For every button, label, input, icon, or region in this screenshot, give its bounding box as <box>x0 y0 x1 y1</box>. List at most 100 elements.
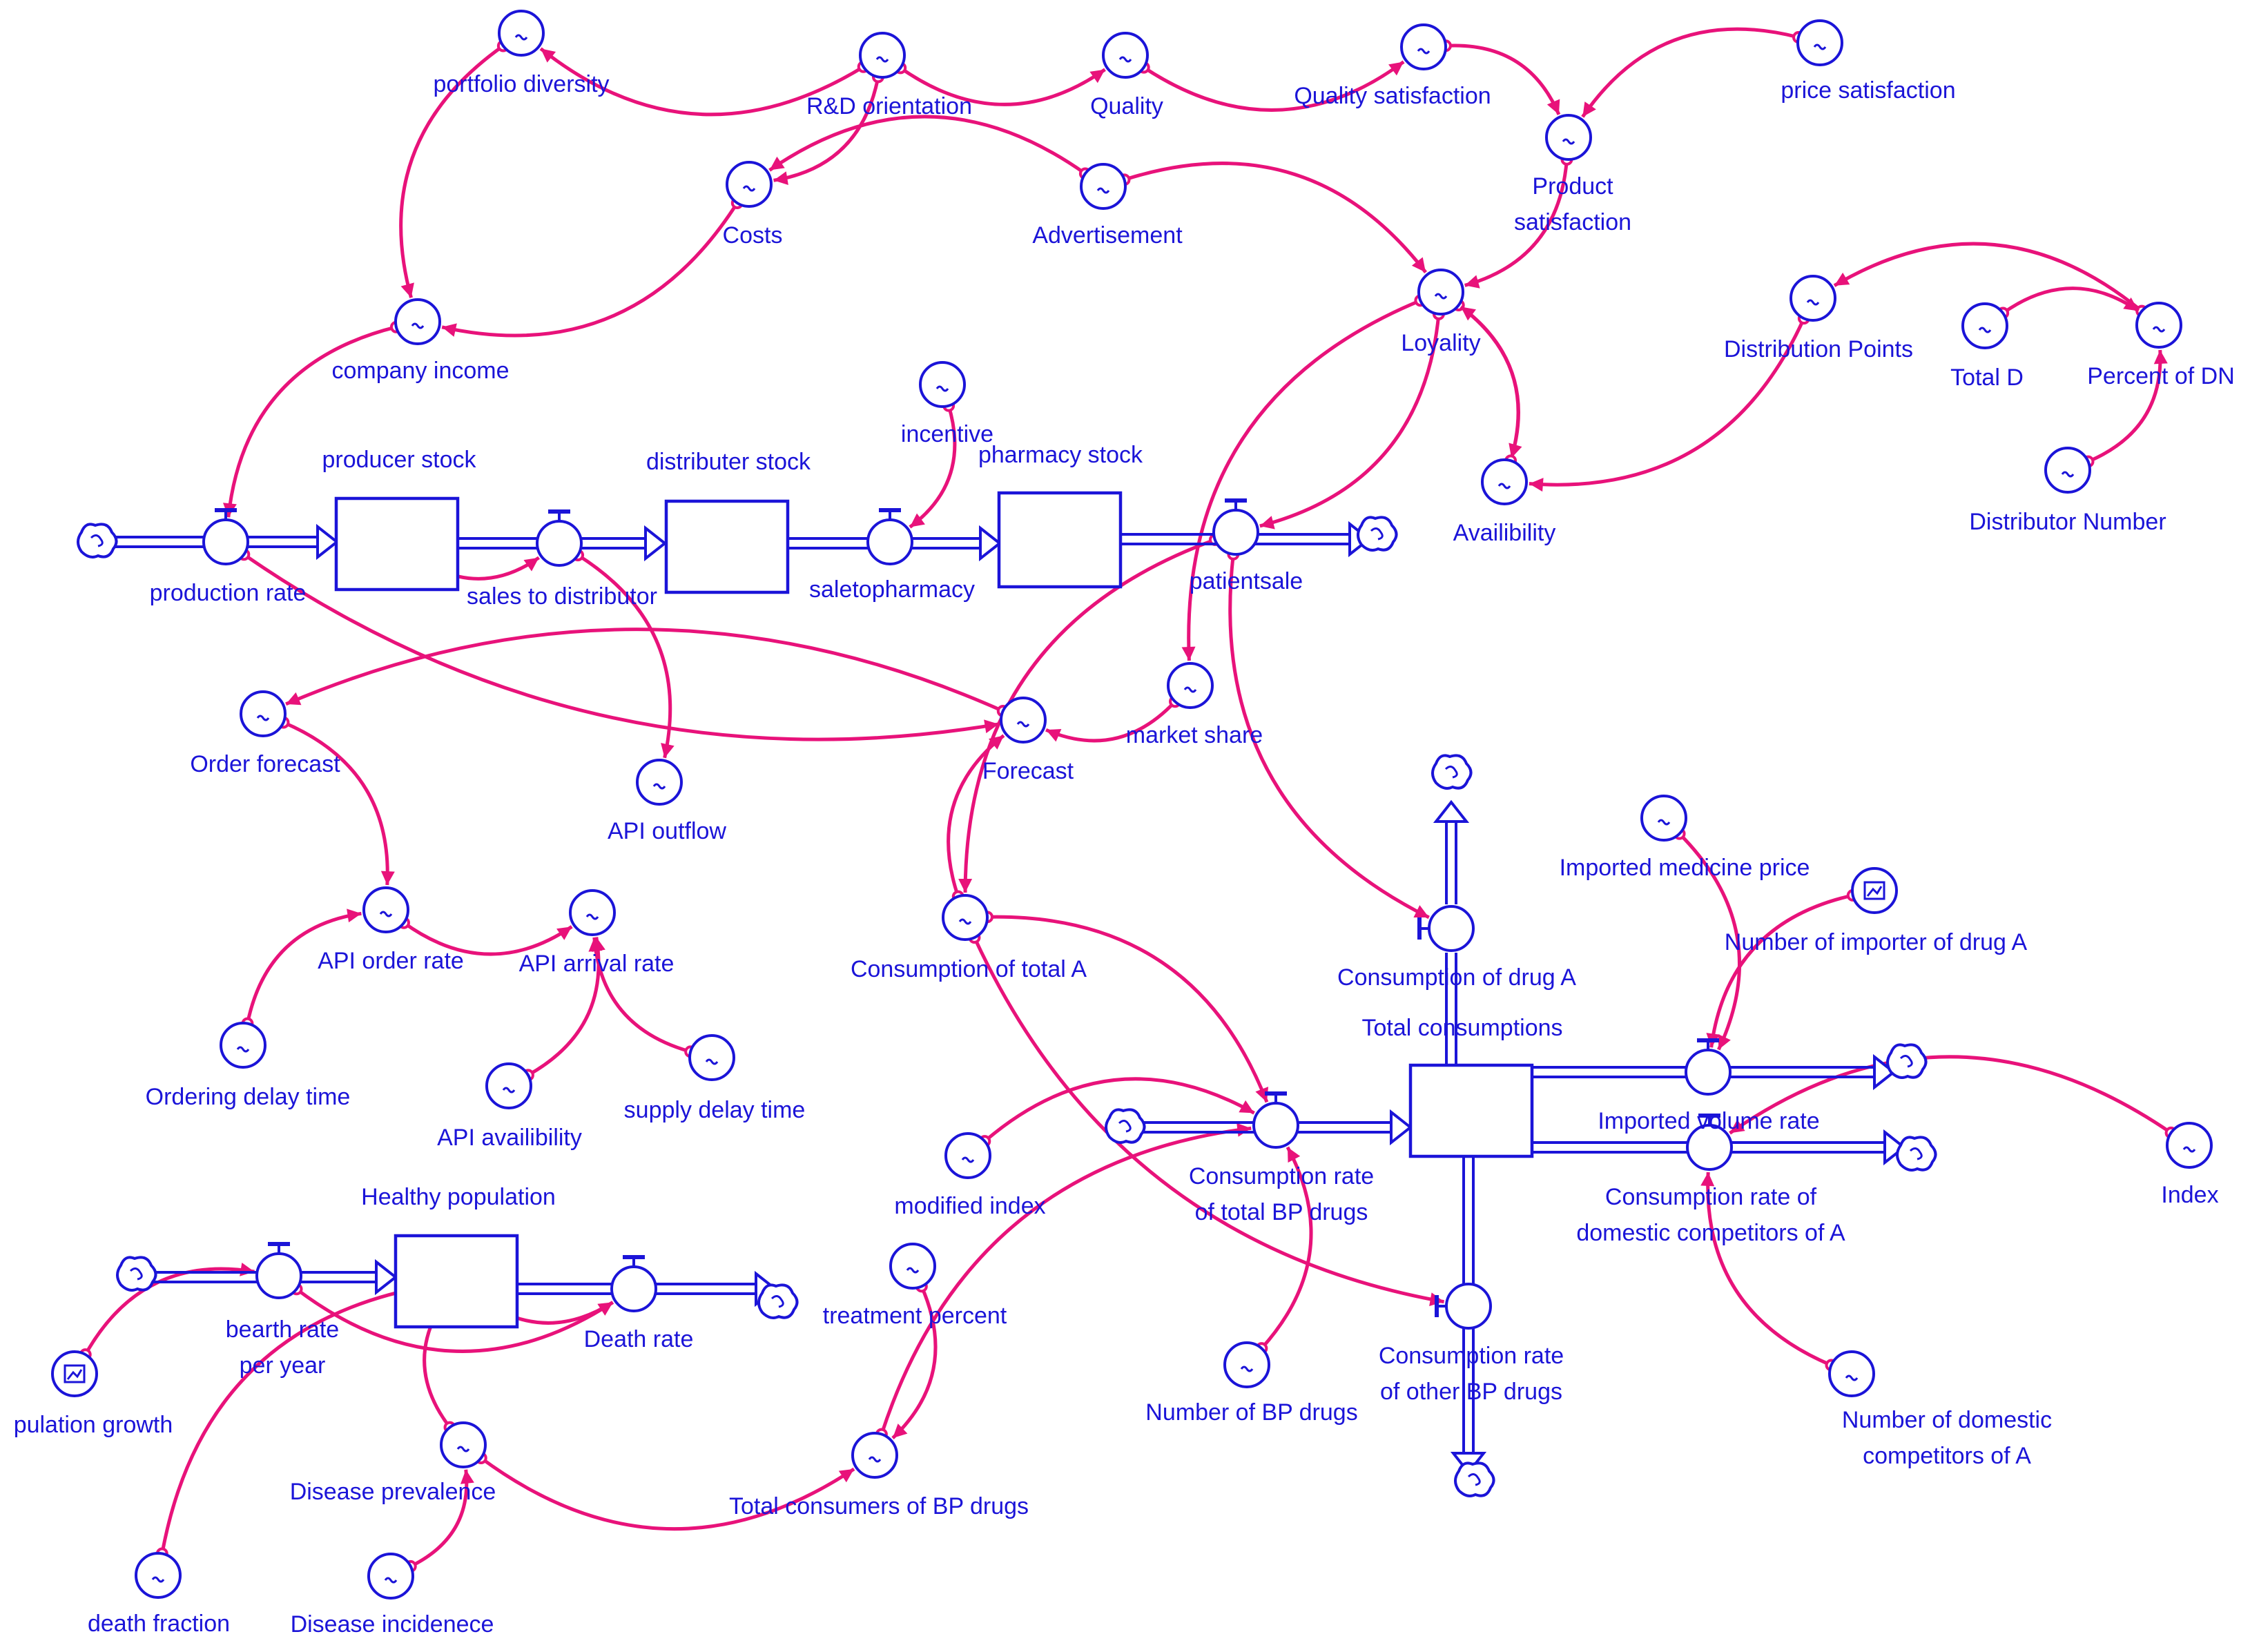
variable-quality[interactable] <box>1102 32 1149 79</box>
stock-total-consumptions[interactable] <box>1408 1063 1534 1158</box>
stock-healthy-population[interactable] <box>394 1234 519 1329</box>
causal-link-loyality-to-market-share <box>1181 294 1427 661</box>
variable-consumption-rate-total-bp[interactable] <box>1252 1091 1299 1149</box>
variable-label-disease-incidence: Disease incidenece <box>291 1611 494 1638</box>
cloud-icon <box>1886 1043 1928 1079</box>
variable-company-income[interactable] <box>394 298 441 345</box>
variable-bearth-rate[interactable] <box>255 1242 302 1299</box>
variable-total-consumers-bp[interactable] <box>851 1432 898 1479</box>
variable-number-of-domestic[interactable] <box>1828 1350 1875 1397</box>
variable-consumption-rate-other-bp[interactable] <box>1435 1283 1492 1330</box>
variable-label-distribution-points: Distribution Points <box>1724 336 1913 362</box>
variable-distribution-points[interactable] <box>1790 275 1836 322</box>
variable-disease-incidence[interactable] <box>367 1553 414 1600</box>
variable-label-price-satisfaction: price satisfaction <box>1781 77 1955 104</box>
variable-rd-orientation[interactable] <box>859 32 906 79</box>
variable-distributor-number[interactable] <box>2044 447 2091 494</box>
variable-disease-prevalence[interactable] <box>440 1421 487 1468</box>
variable-api-availibility[interactable] <box>485 1062 532 1109</box>
variable-saletopharmacy[interactable] <box>866 508 913 565</box>
variable-costs[interactable] <box>726 161 773 208</box>
variable-label-patientsale: patientsale <box>1190 568 1303 594</box>
variable-label-quality: Quality <box>1090 93 1163 119</box>
cloud-icon <box>1105 1108 1146 1144</box>
causal-link-incentive-to-saletopharmacy <box>909 399 957 529</box>
causal-link-company-income-to-production-rate <box>222 320 403 518</box>
variable-api-arrival-rate[interactable] <box>569 889 616 936</box>
variable-sales-to-distributor[interactable] <box>536 509 583 567</box>
variable-quality-satisfaction[interactable] <box>1400 23 1447 70</box>
variable-label-company-income: company income <box>331 358 509 384</box>
variable-forecast[interactable] <box>1000 697 1047 744</box>
stock-pharmacy-stock[interactable] <box>997 491 1123 589</box>
variable-total-d[interactable] <box>1961 302 2008 349</box>
cloud-icon <box>1454 1461 1495 1497</box>
variable-label-supply-delay-time: supply delay time <box>624 1097 806 1123</box>
variable-label-ordering-delay-time: Ordering delay time <box>146 1084 351 1110</box>
flow-pipes <box>114 521 1907 1475</box>
variable-label-number-of-importer: Number of importer of drug A <box>1725 929 2028 955</box>
causal-link-population-growth-to-bearth-rate <box>79 1263 255 1361</box>
variable-ordering-delay-time[interactable] <box>220 1022 266 1069</box>
variable-label-death-fraction: death fraction <box>88 1611 230 1637</box>
variable-api-outflow[interactable] <box>636 759 683 806</box>
variable-index[interactable] <box>2166 1122 2213 1169</box>
variable-label-portfolio-diversity: portfolio diversity <box>433 71 609 97</box>
cloud-icon <box>116 1256 157 1292</box>
variable-label-percent-of-dn: Percent of DN <box>2087 363 2235 389</box>
variable-label-distributor-number: Distributor Number <box>1969 509 2166 535</box>
variable-death-rate[interactable] <box>610 1255 657 1312</box>
variable-production-rate[interactable] <box>202 508 249 565</box>
variable-number-of-importer[interactable] <box>1851 867 1898 914</box>
variable-order-forecast[interactable] <box>240 690 287 737</box>
variable-patientsale[interactable] <box>1212 498 1259 556</box>
variable-product-satisfaction[interactable] <box>1545 114 1592 161</box>
variable-label-availibility: Availibility <box>1453 520 1556 546</box>
variable-death-fraction[interactable] <box>135 1552 182 1599</box>
variable-price-satisfaction[interactable] <box>1796 19 1843 66</box>
variable-population-growth[interactable] <box>51 1350 98 1397</box>
stock-label: pharmacy stock <box>978 442 1143 468</box>
variable-label-death-rate: Death rate <box>584 1326 694 1352</box>
causal-links <box>79 27 2178 1573</box>
variable-percent-of-dn[interactable] <box>2135 302 2182 349</box>
variable-api-order-rate[interactable] <box>362 886 409 933</box>
variable-label-api-outflow: API outflow <box>608 818 726 844</box>
variable-label-advertisement: Advertisement <box>1032 222 1183 249</box>
stock-label: producer stock <box>322 447 477 473</box>
variable-label-api-availibility: API availibility <box>437 1125 582 1151</box>
variable-market-share[interactable] <box>1167 662 1214 709</box>
variable-portfolio-diversity[interactable] <box>498 10 545 57</box>
variable-availibility[interactable] <box>1481 458 1528 505</box>
variable-label-api-order-rate: API order rate <box>318 948 464 974</box>
variable-label-order-forecast: Order forecast <box>190 751 340 777</box>
cloud-icon <box>757 1283 799 1319</box>
variable-label-rd-orientation: R&D orientation <box>806 93 972 119</box>
variable-supply-delay-time[interactable] <box>688 1034 735 1081</box>
variable-imported-volume-rate[interactable] <box>1685 1038 1732 1096</box>
variable-consumption-rate-domestic[interactable] <box>1686 1114 1733 1171</box>
causal-link-costs-to-company-income <box>441 196 744 338</box>
variable-treatment-percent[interactable] <box>889 1243 936 1290</box>
cloud-icon <box>1896 1136 1937 1172</box>
stock-distributer-stock[interactable] <box>664 499 790 594</box>
variable-incentive[interactable] <box>919 361 966 408</box>
stocks <box>334 491 1534 1329</box>
variable-consumption-of-drug-a[interactable] <box>1417 905 1475 952</box>
variable-label-population-growth: pulation growth <box>14 1412 173 1438</box>
variable-label-market-share: market share <box>1126 722 1263 748</box>
variable-number-of-bp-drugs[interactable] <box>1223 1341 1270 1388</box>
variable-consumption-of-total-a[interactable] <box>942 894 989 941</box>
stock-label: Total consumptions <box>1361 1015 1562 1041</box>
cloud-icon <box>1431 754 1473 790</box>
variable-imported-medicine-price[interactable] <box>1640 795 1687 842</box>
variable-modified-index[interactable] <box>944 1132 991 1179</box>
variable-advertisement[interactable] <box>1080 163 1127 210</box>
variable-loyality[interactable] <box>1417 269 1464 315</box>
causal-link-consumption-of-total-a-to-consumption-rate-total-bp <box>980 911 1269 1103</box>
variable-label-sales-to-distributor: sales to distributor <box>467 583 657 610</box>
stock-producer-stock[interactable] <box>334 496 460 592</box>
